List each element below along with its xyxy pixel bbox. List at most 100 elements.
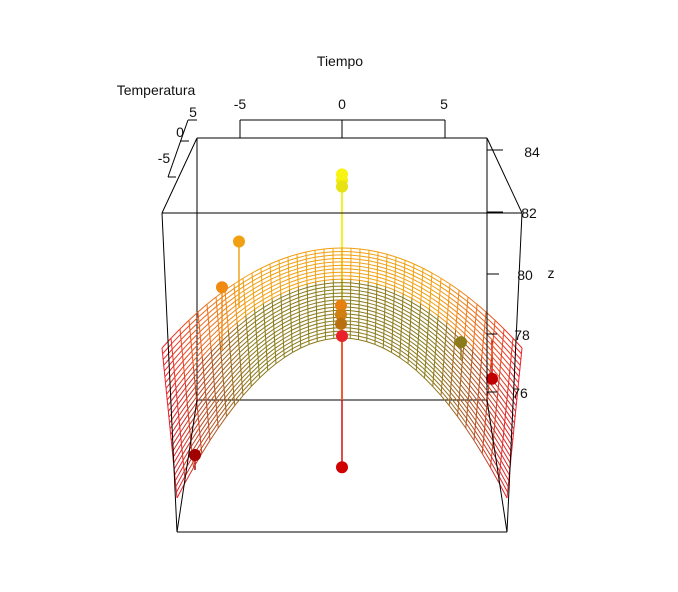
mesh-line xyxy=(219,329,229,339)
mesh-line xyxy=(444,343,455,353)
mesh-line xyxy=(271,293,282,299)
mesh-line xyxy=(448,405,458,417)
mesh-line xyxy=(493,430,504,444)
mesh-line xyxy=(516,388,519,395)
mesh-line xyxy=(290,315,300,320)
mesh-line xyxy=(287,253,298,258)
mesh-line xyxy=(242,381,252,392)
mesh-line xyxy=(166,394,168,400)
mesh-line xyxy=(375,336,384,342)
mesh-line xyxy=(384,318,394,324)
mesh-line xyxy=(470,370,480,382)
mesh-line xyxy=(180,437,182,444)
mesh-line xyxy=(375,315,385,320)
mesh-line xyxy=(245,308,255,317)
mesh-line xyxy=(231,356,241,367)
mesh-line xyxy=(481,356,491,367)
mesh-line xyxy=(399,357,409,365)
mesh-line xyxy=(422,275,432,282)
mesh-line xyxy=(384,322,393,328)
mesh-line xyxy=(367,298,377,303)
mesh-line xyxy=(428,312,439,321)
mesh-line xyxy=(256,334,266,343)
mesh-line xyxy=(307,313,317,317)
mesh-line xyxy=(440,390,451,402)
mesh-line xyxy=(241,369,251,379)
mesh-line xyxy=(233,386,243,398)
mesh-line xyxy=(179,419,190,433)
mesh-line xyxy=(171,437,182,453)
mesh-line xyxy=(413,263,424,269)
mesh-line xyxy=(231,360,241,371)
mesh-line xyxy=(394,285,404,291)
mesh-line xyxy=(479,380,489,393)
mesh-line xyxy=(168,417,170,424)
mesh-line xyxy=(466,305,477,315)
mesh-line xyxy=(499,471,509,487)
mesh-line xyxy=(386,257,396,262)
mesh-line xyxy=(359,279,369,283)
y-axis-line xyxy=(167,119,189,178)
mesh-line xyxy=(297,258,307,262)
mesh-line xyxy=(393,296,403,302)
front-box xyxy=(161,137,523,533)
mesh-line xyxy=(474,430,484,444)
mesh-line xyxy=(459,393,469,405)
mesh-line xyxy=(288,260,298,265)
mesh-line xyxy=(503,333,513,345)
mesh-line xyxy=(184,467,194,483)
mesh-line xyxy=(208,314,218,324)
mesh-line xyxy=(173,371,176,378)
mesh-line xyxy=(430,292,440,300)
mesh-line xyxy=(469,384,479,397)
mesh-line xyxy=(181,435,191,450)
mesh-line xyxy=(350,320,359,323)
mesh-line xyxy=(316,300,325,304)
mesh-line xyxy=(289,297,299,302)
mesh-line xyxy=(184,366,194,378)
mesh-line xyxy=(505,404,507,411)
mesh-line xyxy=(273,319,283,326)
mesh-line xyxy=(402,300,412,307)
mesh-line xyxy=(282,322,292,329)
mesh-line xyxy=(255,314,265,322)
mesh-line xyxy=(249,357,259,366)
mesh-line xyxy=(298,304,308,309)
mesh-line xyxy=(433,365,444,375)
mesh-line xyxy=(308,341,318,345)
mesh-line xyxy=(496,398,498,404)
mesh-line xyxy=(444,352,454,362)
mesh-line xyxy=(511,440,514,447)
mesh-line xyxy=(203,361,213,372)
mesh-line xyxy=(225,396,235,408)
mesh-line xyxy=(377,269,387,273)
mesh-line xyxy=(520,353,522,360)
mesh-line xyxy=(298,283,308,288)
mesh-line xyxy=(446,322,456,331)
mesh-line xyxy=(192,351,203,362)
data-point xyxy=(336,461,348,474)
mesh-line xyxy=(252,275,262,282)
mesh-line xyxy=(453,356,463,367)
mesh-line xyxy=(172,349,183,361)
mesh-line xyxy=(234,286,244,293)
mesh-line xyxy=(247,337,257,346)
mesh-line xyxy=(306,260,316,264)
mesh-line xyxy=(179,432,182,439)
mesh-line xyxy=(170,440,173,447)
mesh-line xyxy=(391,340,401,347)
mesh-line xyxy=(518,376,520,383)
mesh-line xyxy=(227,317,238,327)
mesh-line xyxy=(430,284,441,292)
mesh-line xyxy=(298,279,308,284)
mesh-line xyxy=(409,332,419,340)
mesh-line xyxy=(491,350,502,362)
mesh-line xyxy=(485,412,496,426)
mesh-line xyxy=(422,271,432,278)
mesh-line xyxy=(359,251,369,255)
mesh-line xyxy=(411,298,421,305)
mesh-line xyxy=(350,272,360,274)
mesh-line xyxy=(280,293,290,299)
mesh-line xyxy=(298,290,308,295)
z-tick-label: 80 xyxy=(517,267,533,283)
